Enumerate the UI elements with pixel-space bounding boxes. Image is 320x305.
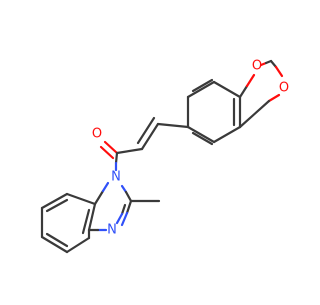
bond <box>40 192 69 210</box>
bond <box>120 211 129 227</box>
bond <box>186 125 216 144</box>
bond <box>45 232 69 248</box>
structure-canvas: O O O N N <box>40 59 289 254</box>
bond <box>212 125 242 144</box>
oxygen-atom-label: O <box>279 81 289 96</box>
bond <box>65 192 97 206</box>
oxygen-atom-label: O <box>92 127 102 142</box>
bond <box>140 122 160 151</box>
bond <box>103 140 119 155</box>
atom-label-layer: O O O N N <box>92 59 289 238</box>
bond <box>238 84 249 99</box>
bond <box>101 181 110 193</box>
bond <box>267 93 281 103</box>
bond <box>238 99 271 129</box>
bond <box>81 208 91 235</box>
bond <box>186 80 216 99</box>
bond <box>191 78 214 93</box>
bond <box>120 184 128 194</box>
bond <box>115 147 144 155</box>
bond <box>125 199 133 215</box>
bond <box>114 151 119 165</box>
nitrogen-atom-label: N <box>111 170 121 185</box>
oxygen-atom-label: O <box>252 59 262 74</box>
bond <box>115 212 124 225</box>
nitrogen-atom-label: N <box>107 223 117 238</box>
bond <box>45 198 69 213</box>
molecule-drawing: O O O N N <box>40 59 289 254</box>
bond <box>99 145 115 160</box>
bond <box>269 59 278 69</box>
bond <box>191 131 214 146</box>
bond <box>120 203 127 216</box>
bond <box>87 202 97 232</box>
bond <box>136 116 156 145</box>
bond <box>212 80 242 99</box>
bond <box>93 189 105 206</box>
bond <box>124 190 133 203</box>
bond-layer <box>40 59 284 254</box>
bond <box>245 73 256 88</box>
bond <box>40 235 69 254</box>
bond <box>156 122 190 129</box>
bond <box>65 236 91 254</box>
bond <box>274 65 284 78</box>
